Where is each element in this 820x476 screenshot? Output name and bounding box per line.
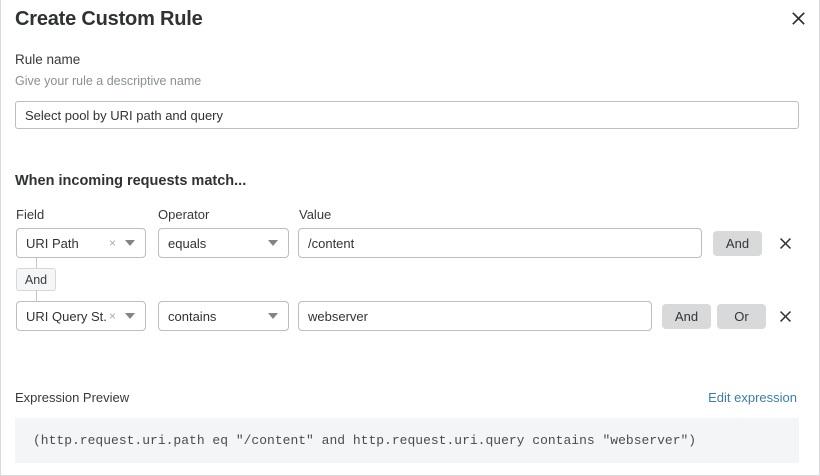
field-select-2[interactable]: URI Query St... ×: [16, 301, 146, 331]
condition-row: URI Query St... × contains And Or: [1, 301, 819, 332]
value-input-1[interactable]: [298, 228, 702, 258]
close-icon[interactable]: [785, 5, 811, 31]
column-header-field: Field: [16, 207, 45, 222]
close-icon-glyph: [791, 11, 805, 25]
rule-name-label: Rule name: [15, 52, 81, 67]
close-icon: [779, 237, 791, 249]
expression-preview-label: Expression Preview: [15, 390, 130, 405]
operator-select-1[interactable]: equals: [158, 228, 289, 258]
chevron-down-icon: [125, 240, 135, 246]
delete-condition-button-1[interactable]: [775, 232, 795, 254]
rule-name-input[interactable]: [15, 101, 799, 129]
chevron-down-icon: [268, 313, 278, 319]
chevron-down-icon: [125, 313, 135, 319]
connector-line-top: [36, 258, 37, 269]
chevron-down-icon: [268, 240, 278, 246]
operator-select-2[interactable]: contains: [158, 301, 289, 331]
clear-icon[interactable]: ×: [108, 236, 116, 250]
delete-condition-button-2[interactable]: [775, 305, 795, 327]
and-button-2[interactable]: And: [662, 304, 711, 329]
connector-line-bottom: [36, 290, 37, 301]
or-button-2[interactable]: Or: [717, 304, 766, 329]
clear-icon[interactable]: ×: [108, 309, 116, 323]
edit-expression-link[interactable]: Edit expression: [708, 390, 797, 405]
close-icon: [779, 310, 791, 322]
field-select-1-value: URI Path: [26, 235, 79, 251]
and-button-1[interactable]: And: [713, 231, 762, 256]
column-header-operator: Operator: [158, 207, 210, 222]
column-header-value: Value: [299, 207, 332, 222]
dialog-title: Create Custom Rule: [15, 8, 203, 30]
value-input-2[interactable]: [298, 301, 652, 331]
expression-preview-code: (http.request.uri.path eq "/content" and…: [33, 433, 697, 448]
expression-preview-box: (http.request.uri.path eq "/content" and…: [15, 418, 799, 463]
condition-row: URI Path × equals And: [1, 228, 819, 259]
field-select-1[interactable]: URI Path ×: [16, 228, 146, 258]
operator-select-2-value: contains: [168, 308, 217, 324]
operator-select-1-value: equals: [168, 235, 207, 251]
rule-name-hint: Give your rule a descriptive name: [15, 74, 202, 88]
logic-connector-badge[interactable]: And: [16, 268, 56, 291]
field-select-2-value: URI Query St...: [26, 308, 107, 324]
conditions-heading: When incoming requests match...: [15, 173, 247, 189]
